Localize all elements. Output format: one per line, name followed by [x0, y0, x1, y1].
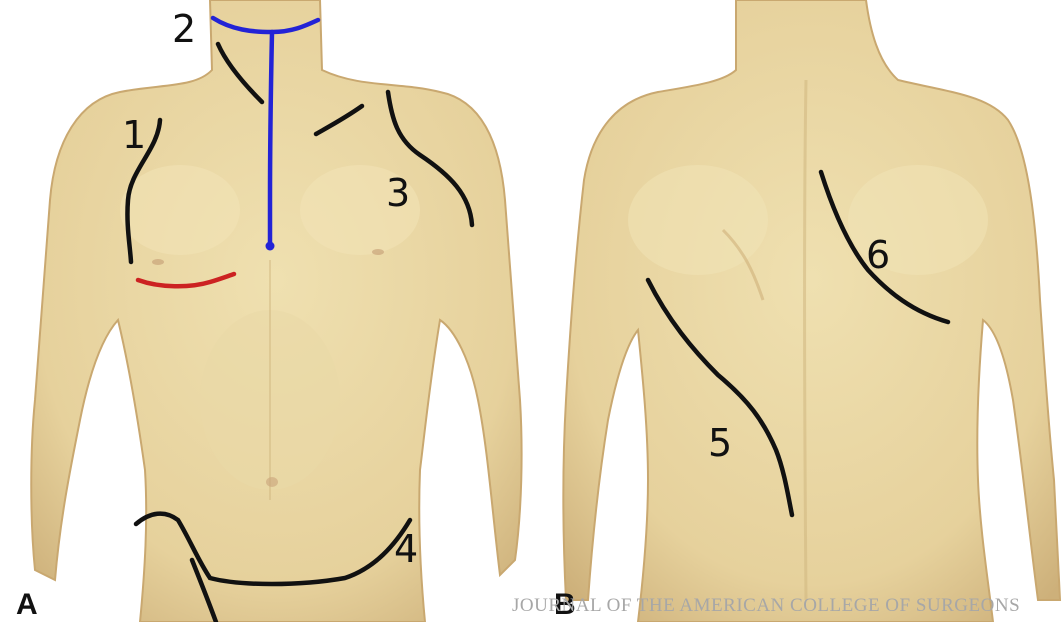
incision-label-6: 6 — [866, 236, 890, 274]
incision-line-2-sternal — [270, 32, 272, 246]
back-highlight-left — [628, 165, 768, 275]
spine-shading — [805, 80, 807, 600]
panel-b-posterior-view: 5 6 B — [548, 0, 1064, 622]
incision-label-2: 2 — [172, 10, 196, 48]
incision-label-5: 5 — [708, 424, 732, 462]
journal-credit: JOURNAL OF THE AMERICAN COLLEGE OF SURGE… — [512, 596, 1064, 615]
nipple-right — [372, 249, 384, 255]
navel — [266, 477, 278, 487]
panel-letter-a: A — [16, 590, 38, 620]
nipple-left — [152, 259, 164, 265]
chest-highlight-left — [120, 165, 240, 255]
posterior-torso-silhouette — [563, 0, 1060, 622]
panel-a-anterior-view: 1 2 3 4 A — [0, 0, 540, 622]
posterior-body-illustration — [548, 0, 1064, 622]
anterior-body-illustration — [0, 0, 540, 622]
incision-line-2-end — [266, 242, 275, 251]
incision-label-4: 4 — [394, 530, 418, 568]
incision-label-1: 1 — [122, 116, 146, 154]
incision-label-3: 3 — [386, 174, 410, 212]
